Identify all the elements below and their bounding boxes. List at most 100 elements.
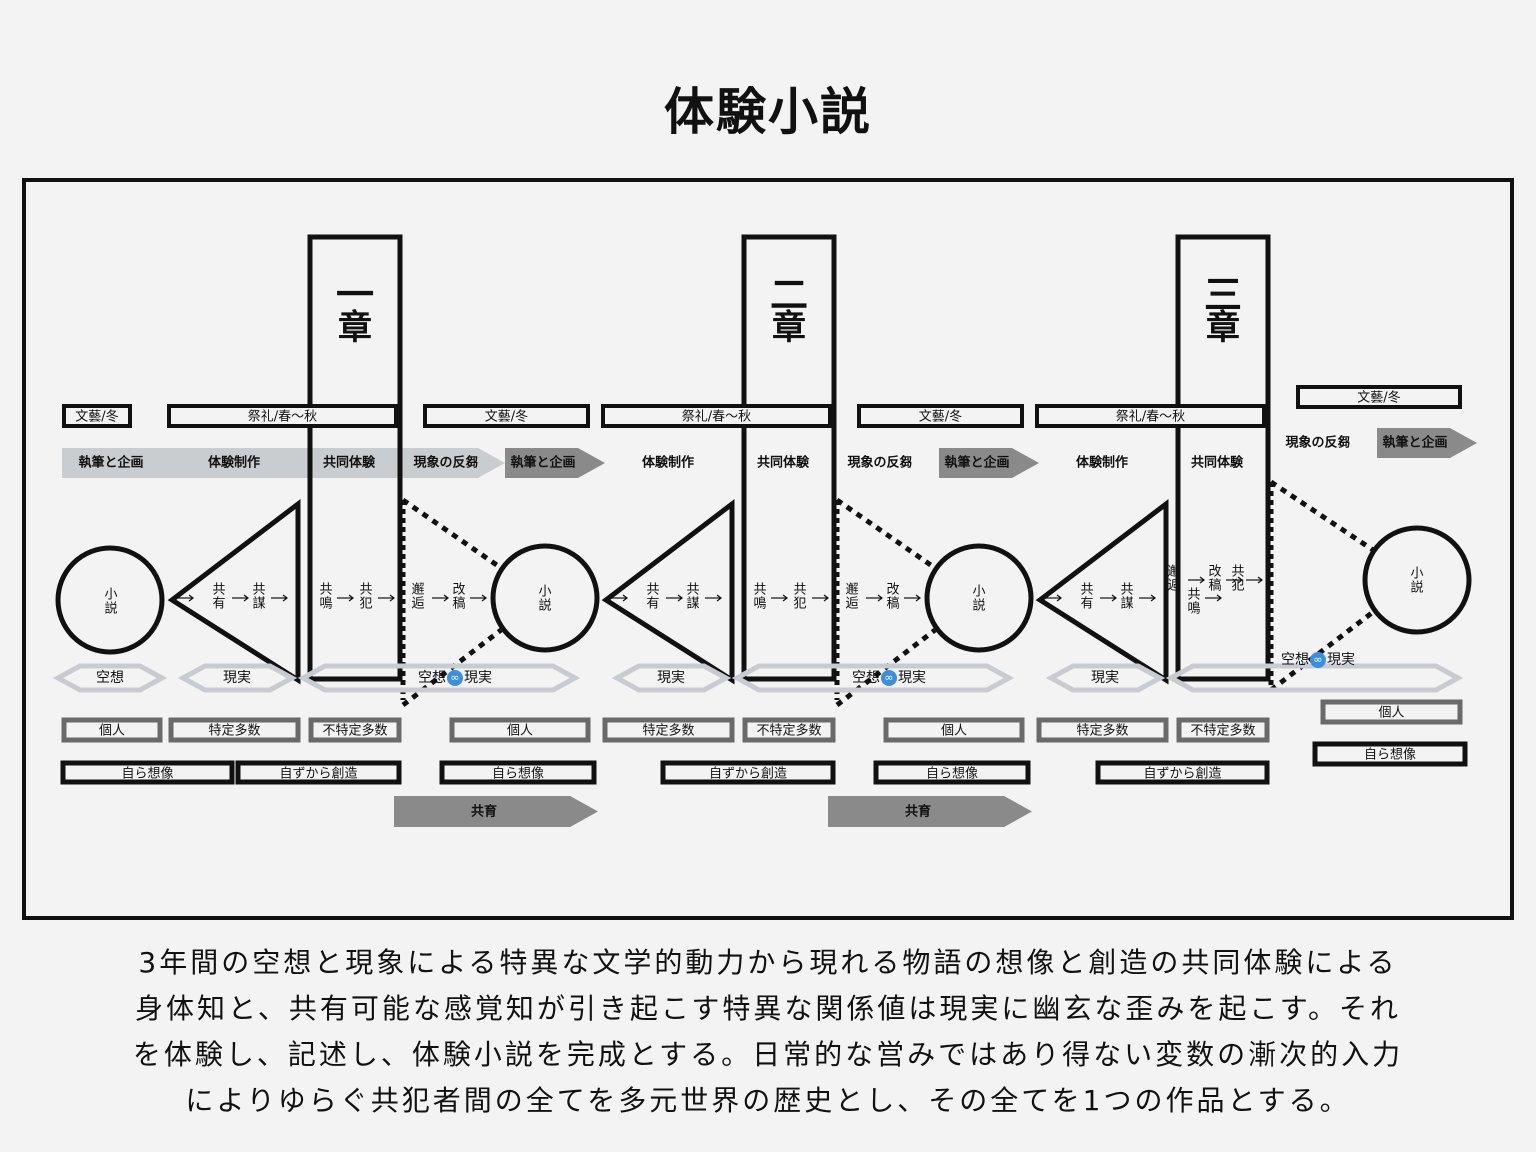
fantasy-reality-label: 空想∞現実	[418, 670, 492, 686]
season-winter-box-label: 文藝/冬	[918, 409, 963, 425]
process-joint: 共同体験	[756, 455, 810, 471]
right-arrow-icon	[282, 594, 288, 602]
season-festival-box	[601, 404, 832, 428]
right-arrow-icon	[622, 594, 628, 602]
right-arrow-icon	[443, 594, 449, 602]
season-festival-box	[1035, 404, 1266, 428]
process-reflection: 現象の反芻	[413, 455, 479, 471]
imagine-box	[439, 760, 597, 785]
individual-box-label: 個人	[506, 723, 534, 739]
flow-revise: 改稿	[452, 582, 466, 612]
infinity-icon: ∞	[447, 670, 463, 686]
novel-label: 小説	[1410, 566, 1424, 596]
process-planning: 執筆と企画	[510, 455, 576, 471]
process-arrow-dark	[939, 448, 1039, 478]
process-production: 体験制作	[207, 455, 261, 471]
individual-box	[883, 717, 1025, 743]
reality-label: 現実	[1327, 652, 1355, 668]
create-box	[1095, 760, 1270, 785]
individual-box-label: 個人	[940, 723, 968, 739]
fantasy-reality-hexagon	[297, 663, 581, 693]
flow-resonate: 共鳴	[319, 582, 333, 612]
chapter-label: 章	[338, 308, 372, 348]
flow-conspire: 共謀	[252, 582, 266, 612]
flow-revise: 改稿	[886, 582, 900, 612]
right-arrow-icon	[1150, 594, 1156, 602]
reality-hexagon	[611, 663, 732, 693]
co-growth-arrow	[394, 796, 598, 827]
chapter-column	[1175, 234, 1271, 682]
imagine-box-label: 自ら想像	[121, 766, 174, 781]
chapter-column	[307, 234, 403, 682]
individual-box	[1320, 699, 1463, 725]
process-arrow-dark	[1377, 428, 1477, 458]
process-production: 体験制作	[1075, 455, 1129, 471]
right-arrow-icon	[782, 594, 788, 602]
novel-circle	[55, 545, 165, 655]
right-arrow-icon	[188, 594, 194, 602]
fantasy-reality-hexagon	[1165, 663, 1464, 693]
chapter-label: 章	[772, 308, 806, 348]
fantasy-reality-label: 空想∞現実	[1281, 652, 1355, 668]
flow-complicity: 共犯	[1231, 564, 1245, 594]
create-box-label: 自ずから創造	[1143, 766, 1222, 781]
flow-encounter: 邂逅	[1167, 564, 1181, 594]
reality-label: 現実	[1091, 670, 1119, 686]
chapter-number: 三	[1203, 273, 1243, 317]
create-box	[660, 760, 836, 785]
process-arrow-light	[62, 448, 505, 478]
fantasy-label: 空想	[96, 670, 124, 686]
triangle-shape	[167, 498, 301, 685]
fantasy-label: 空想	[852, 670, 880, 686]
flow-encounter: 邂逅	[845, 582, 859, 612]
season-winter-box-label: 文藝/冬	[1357, 390, 1401, 406]
specific-many-box-label: 特定多数	[642, 723, 695, 739]
page-title: 体験小説	[664, 83, 872, 141]
create-box	[235, 760, 402, 785]
imagine-box-label: 自ら想像	[1363, 747, 1417, 763]
unspecific-many-box-label: 不特定多数	[322, 723, 388, 739]
process-planning: 執筆と企画	[1382, 435, 1448, 451]
right-arrow-icon	[716, 594, 722, 602]
unspecific-many-box	[1176, 717, 1270, 743]
unspecific-many-box-label: 不特定多数	[756, 723, 822, 739]
reality-label: 現実	[657, 670, 685, 686]
right-arrow-icon	[915, 594, 921, 602]
right-arrow-icon	[389, 594, 395, 602]
right-arrow-icon	[348, 594, 354, 602]
novel-label: 小説	[538, 584, 552, 614]
unspecific-many-box	[742, 717, 836, 743]
imagine-box-label: 自ら想像	[925, 766, 979, 781]
description-line: 身体知と、共有可能な感覚知が引き起こす特異な関係値は現実に幽玄な歪みを起こす。そ…	[135, 992, 1401, 1025]
fantasy-hexagon	[52, 663, 168, 693]
flow-resonate: 共鳴	[1187, 587, 1201, 617]
right-arrow-icon	[677, 594, 683, 602]
process-reflection: 現象の反芻	[1285, 435, 1351, 451]
reality-hexagon	[177, 663, 298, 693]
right-arrow-icon	[1237, 576, 1243, 584]
co-growth-arrow	[828, 796, 1032, 827]
reality-label: 現実	[464, 670, 492, 686]
season-winter-box	[857, 404, 1024, 428]
flow-encounter: 邂逅	[411, 582, 425, 612]
individual-box	[61, 717, 163, 743]
novel-circle	[924, 543, 1034, 653]
novel-label: 小説	[972, 584, 986, 614]
fantasy-reality-label: 空想∞現実	[852, 670, 926, 686]
flow-resonate: 共鳴	[753, 582, 767, 612]
reality-label: 現実	[223, 670, 251, 686]
chapter-number: 一	[335, 273, 375, 317]
individual-box	[449, 717, 591, 743]
process-reflection: 現象の反芻	[847, 455, 913, 471]
dotted-line	[1269, 610, 1375, 692]
create-box-label: 自ずから創造	[279, 766, 358, 781]
unspecific-many-box	[308, 717, 402, 743]
co-growth-label: 共育	[470, 804, 498, 820]
infinity-icon: ∞	[1310, 652, 1326, 668]
flow-complicity: 共犯	[359, 582, 373, 612]
season-winter-box	[1296, 385, 1462, 409]
fantasy-reality-hexagon	[731, 663, 1015, 693]
co-growth-label: 共育	[904, 804, 932, 820]
specific-many-box-label: 特定多数	[1076, 723, 1129, 739]
